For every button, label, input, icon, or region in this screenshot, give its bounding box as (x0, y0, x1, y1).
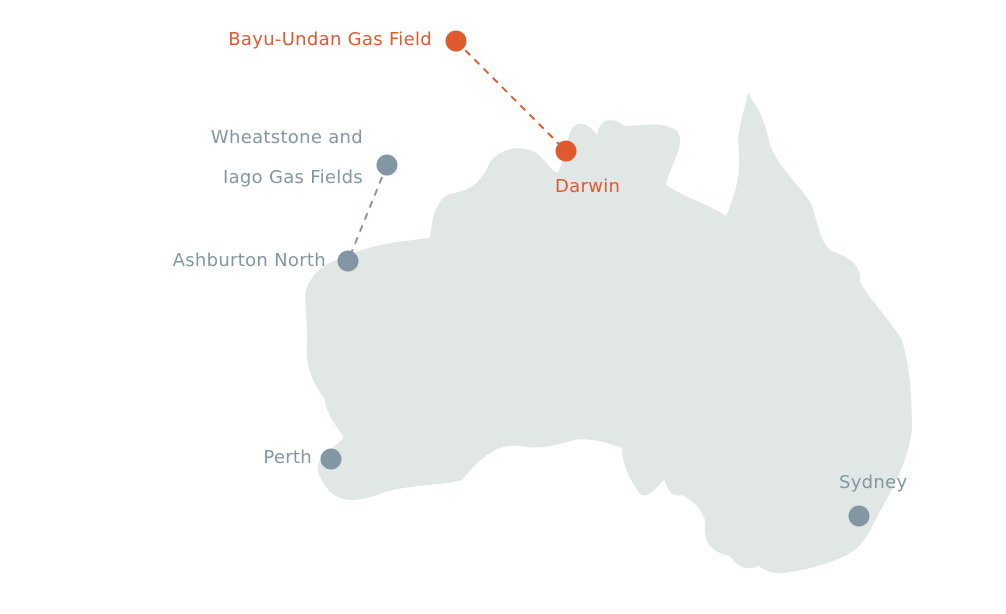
wheatstone-ashburton-pipeline (347, 164, 388, 262)
bayu-undan-darwin-route (455, 40, 567, 152)
ashburton-label: Ashburton North (172, 250, 326, 271)
wheatstone-label-line1: Wheatstone and (210, 127, 363, 148)
bayu-undan-marker[interactable] (445, 30, 467, 52)
perth-label: Perth (263, 447, 312, 468)
sydney-label: Sydney (839, 472, 908, 493)
wheatstone-marker[interactable] (376, 154, 398, 176)
ashburton-marker[interactable] (337, 250, 359, 272)
darwin-marker[interactable] (555, 140, 577, 162)
perth-marker[interactable] (320, 448, 342, 470)
bayu-undan-label: Bayu-Undan Gas Field (228, 29, 432, 50)
australia-landmass (305, 92, 912, 574)
sydney-marker[interactable] (848, 505, 870, 527)
darwin-label: Darwin (555, 176, 621, 197)
wheatstone-label-line2: Iago Gas Fields (222, 167, 363, 188)
